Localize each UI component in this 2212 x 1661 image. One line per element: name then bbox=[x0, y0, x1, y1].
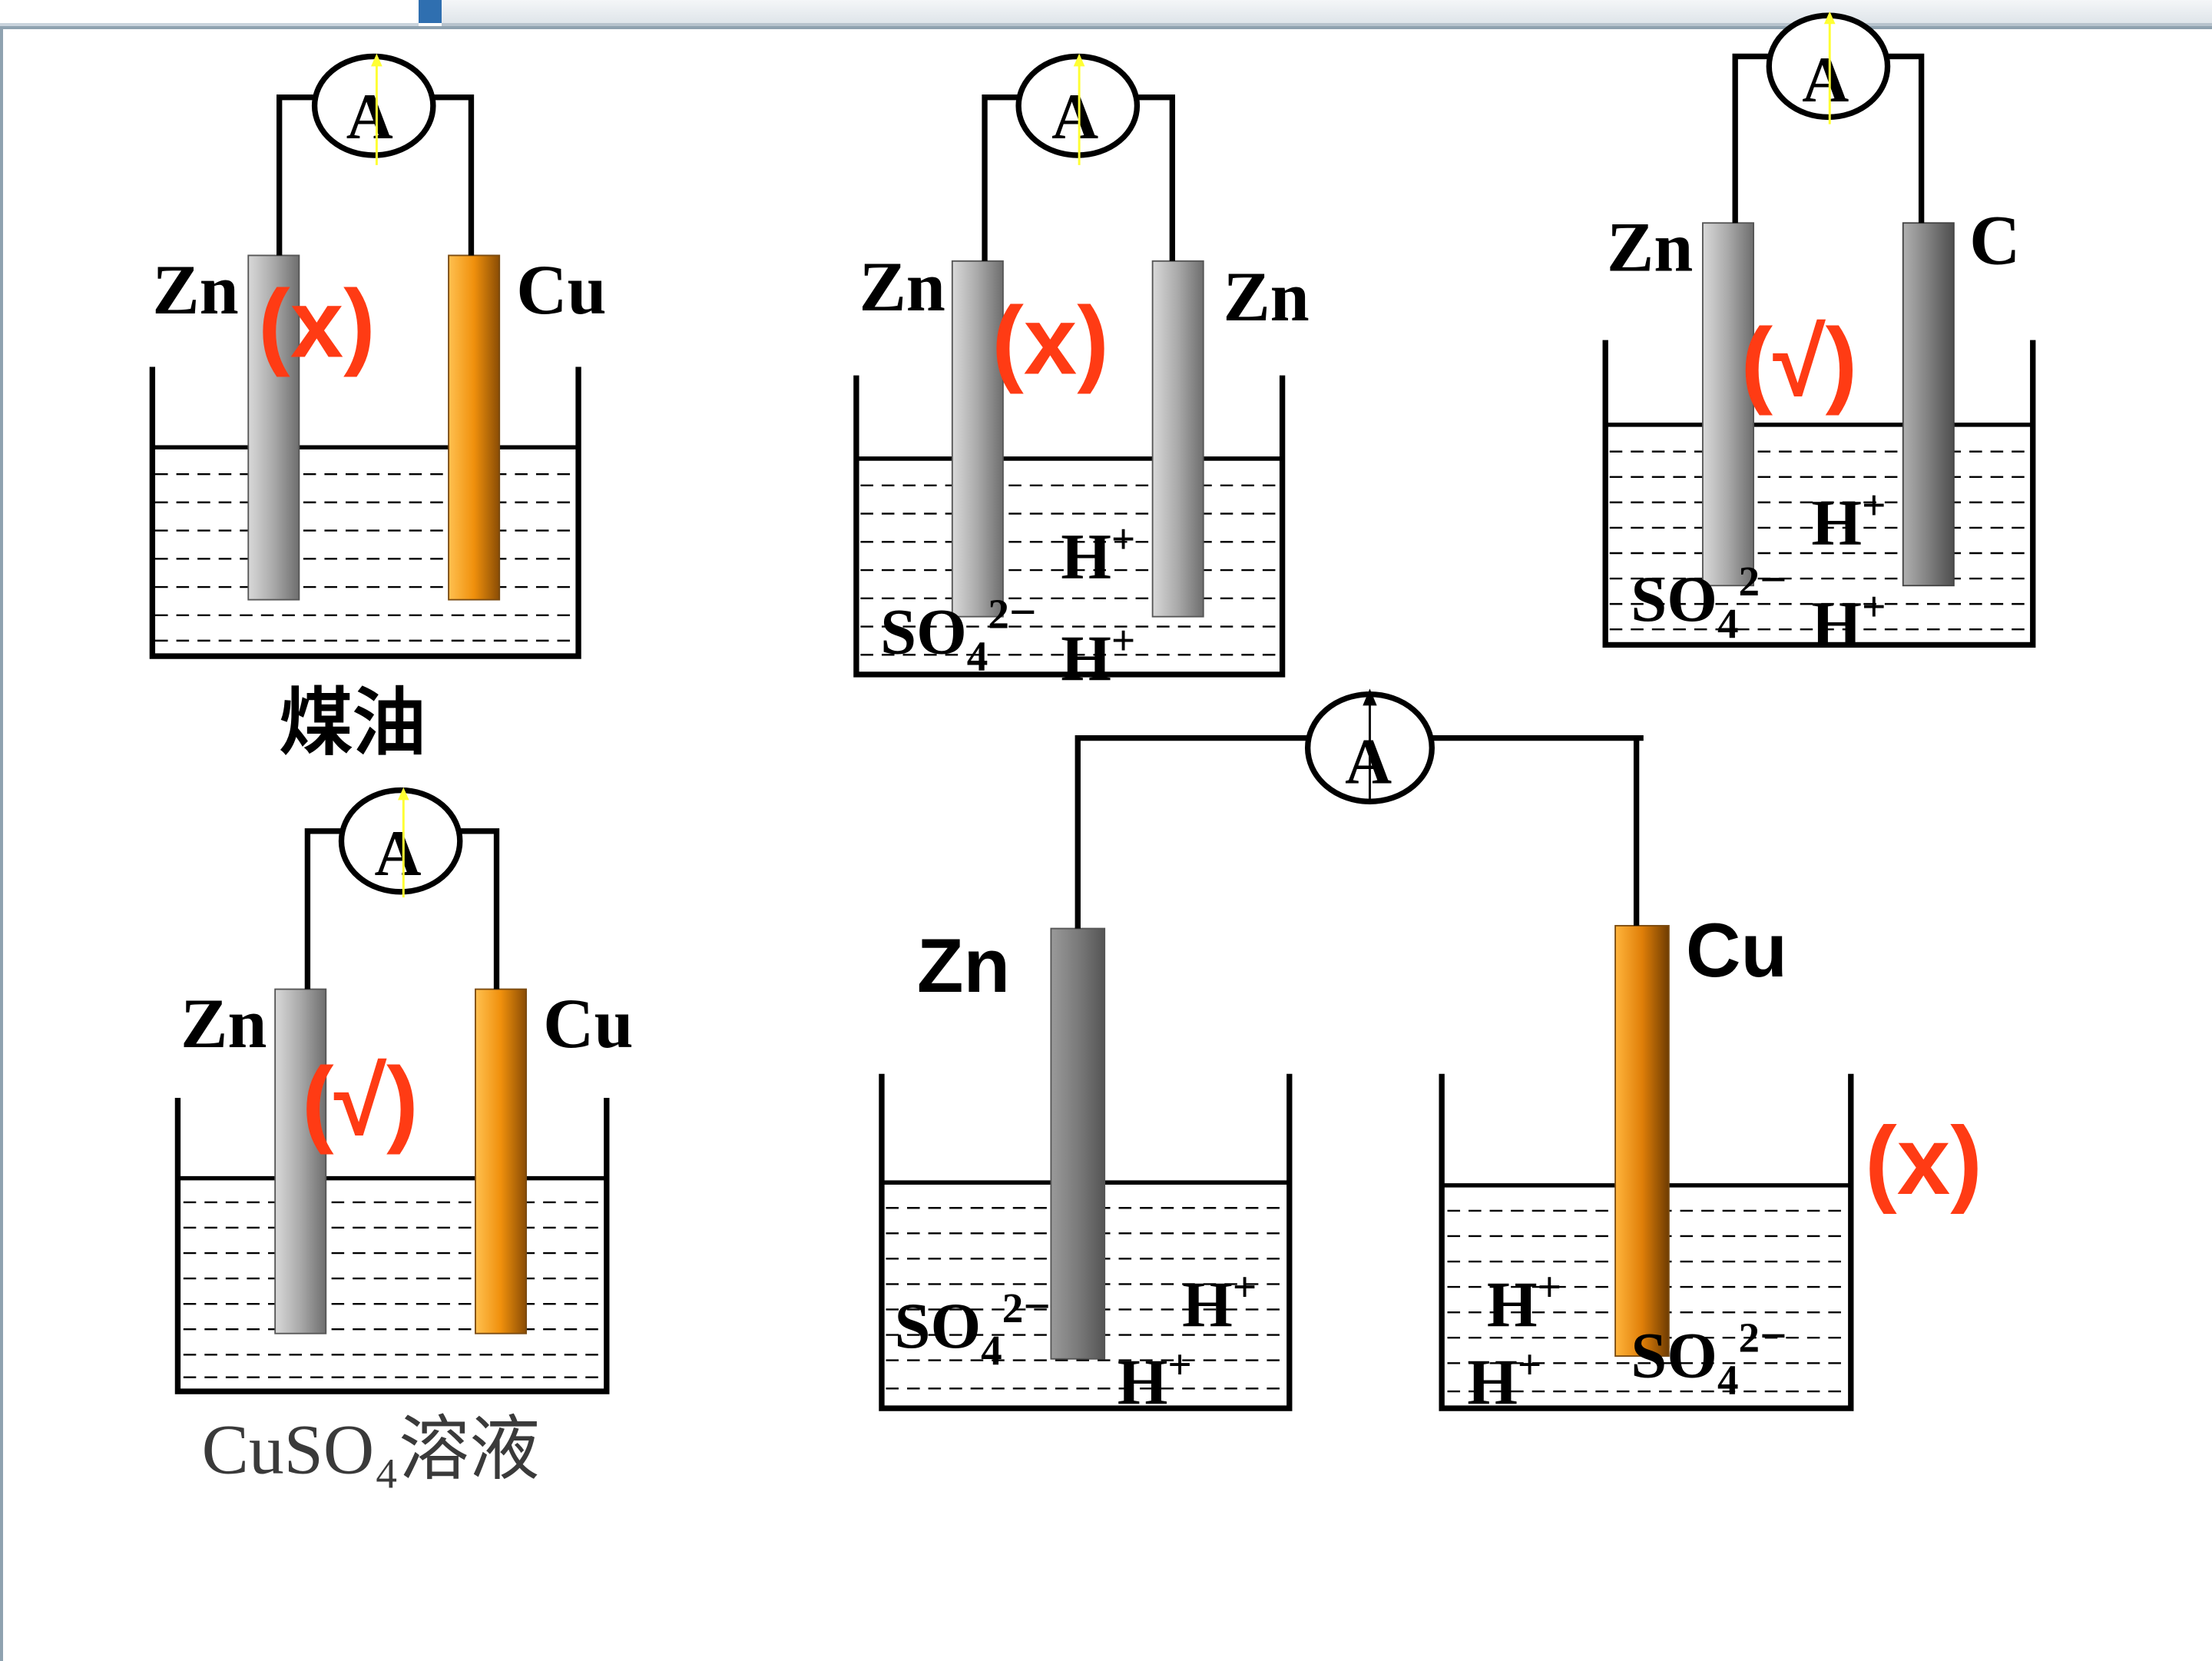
left-electrode-label: Zn bbox=[1607, 208, 1693, 287]
zinc-electrode bbox=[274, 988, 327, 1334]
validity-mark: (x) bbox=[992, 288, 1109, 395]
slide-frame bbox=[0, 26, 2212, 1661]
ammeter-icon: A bbox=[311, 53, 436, 165]
right-electrode-label: Zn bbox=[1223, 257, 1309, 336]
beaker bbox=[853, 375, 1286, 678]
left-electrode-label: Zn bbox=[152, 250, 238, 329]
left-ion-labels: SO42− H+ H+ bbox=[894, 1263, 1257, 1418]
validity-mark: (√) bbox=[302, 1049, 419, 1155]
zinc-electrode-right bbox=[1151, 260, 1204, 618]
validity-mark: (x) bbox=[258, 271, 376, 378]
right-electrode-label: Cu bbox=[516, 250, 606, 329]
ammeter-icon: A bbox=[1015, 53, 1141, 165]
wire bbox=[982, 94, 1175, 261]
ion-labels: H+ SO42− H+ bbox=[880, 516, 1135, 695]
beaker bbox=[174, 1097, 610, 1394]
liquid-dashes bbox=[155, 472, 576, 642]
right-ion-labels: H+ H+ SO42− bbox=[1467, 1263, 1786, 1418]
svg-text:A: A bbox=[1051, 81, 1098, 153]
copper-electrode bbox=[448, 254, 501, 601]
hydrogen-ion: H+ bbox=[1811, 482, 1886, 559]
svg-text:A: A bbox=[1802, 45, 1849, 116]
left-electrode-label: Zn bbox=[859, 247, 945, 326]
cell-5: A Zn Cu (x) SO42− H+ H+ H+ H+ SO42− bbox=[879, 688, 1982, 1419]
solution-label: CuSO₄溶液 bbox=[202, 1411, 540, 1489]
beaker bbox=[149, 366, 581, 659]
sulfate-ion: SO42− bbox=[1631, 552, 1786, 647]
ammeter-icon: A bbox=[1766, 11, 1891, 124]
sulfate-ion: SO42− bbox=[1631, 1309, 1786, 1404]
validity-mark: (√) bbox=[1741, 309, 1858, 416]
sulfate-ion: SO42− bbox=[894, 1279, 1050, 1374]
hydrogen-ion: H+ bbox=[1811, 583, 1886, 661]
copper-electrode bbox=[1614, 924, 1670, 1358]
hydrogen-ion: H+ bbox=[1061, 617, 1135, 695]
zinc-electrode bbox=[247, 254, 300, 601]
ammeter-icon: A bbox=[1304, 688, 1435, 804]
zinc-electrode bbox=[1050, 927, 1106, 1360]
liquid-dashes bbox=[183, 1201, 603, 1378]
hydrogen-ion: H+ bbox=[1118, 1341, 1192, 1418]
beaker bbox=[1602, 340, 2036, 648]
svg-text:A: A bbox=[374, 818, 421, 890]
hydrogen-ion: H+ bbox=[1061, 516, 1135, 593]
hydrogen-ion: H+ bbox=[1182, 1263, 1257, 1341]
title-bar-left bbox=[0, 0, 419, 26]
right-electrode-label: C bbox=[1969, 201, 2020, 279]
sulfate-ion: SO42− bbox=[880, 585, 1036, 679]
title-bar-right bbox=[442, 0, 2212, 26]
solution-label: 煤油 bbox=[280, 678, 426, 765]
left-electrode-label: Zn bbox=[917, 923, 1010, 1009]
wire bbox=[276, 94, 475, 256]
wire bbox=[1075, 734, 1644, 929]
svg-text:A: A bbox=[1345, 726, 1392, 797]
left-beaker bbox=[879, 927, 1293, 1411]
svg-text:A: A bbox=[346, 81, 393, 153]
beaker bbox=[1439, 1073, 1854, 1411]
wire bbox=[304, 828, 500, 990]
hydrogen-ion: H+ bbox=[1467, 1341, 1541, 1418]
cell-1: A Zn Cu (x) 煤油 bbox=[149, 53, 607, 765]
zinc-electrode-left bbox=[951, 260, 1004, 618]
liquid-dashes bbox=[860, 484, 1279, 656]
left-electrode-label: Zn bbox=[180, 984, 267, 1063]
wire bbox=[1732, 53, 1925, 224]
cell-4: A Zn Cu (√) CuSO₄溶液 bbox=[174, 787, 634, 1489]
ammeter-icon: A bbox=[338, 787, 463, 898]
hydrogen-ion: H+ bbox=[1487, 1263, 1561, 1341]
copper-electrode bbox=[475, 988, 528, 1334]
right-electrode-label: Cu bbox=[543, 984, 633, 1063]
right-electrode-label: Cu bbox=[1686, 908, 1787, 993]
zinc-electrode bbox=[1702, 222, 1754, 587]
right-beaker bbox=[1439, 924, 1854, 1411]
carbon-electrode bbox=[1902, 222, 1955, 587]
cell-3: A Zn C (√) H+ SO42− H+ bbox=[1602, 11, 2036, 661]
validity-mark: (x) bbox=[1865, 1108, 1982, 1215]
beaker bbox=[879, 1073, 1293, 1411]
title-bar-accent bbox=[419, 0, 442, 23]
liquid-dashes bbox=[1609, 450, 2029, 631]
cell-2: A Zn Zn (x) H+ SO42− H+ bbox=[853, 53, 1310, 695]
ion-labels: H+ SO42− H+ bbox=[1631, 482, 1886, 661]
